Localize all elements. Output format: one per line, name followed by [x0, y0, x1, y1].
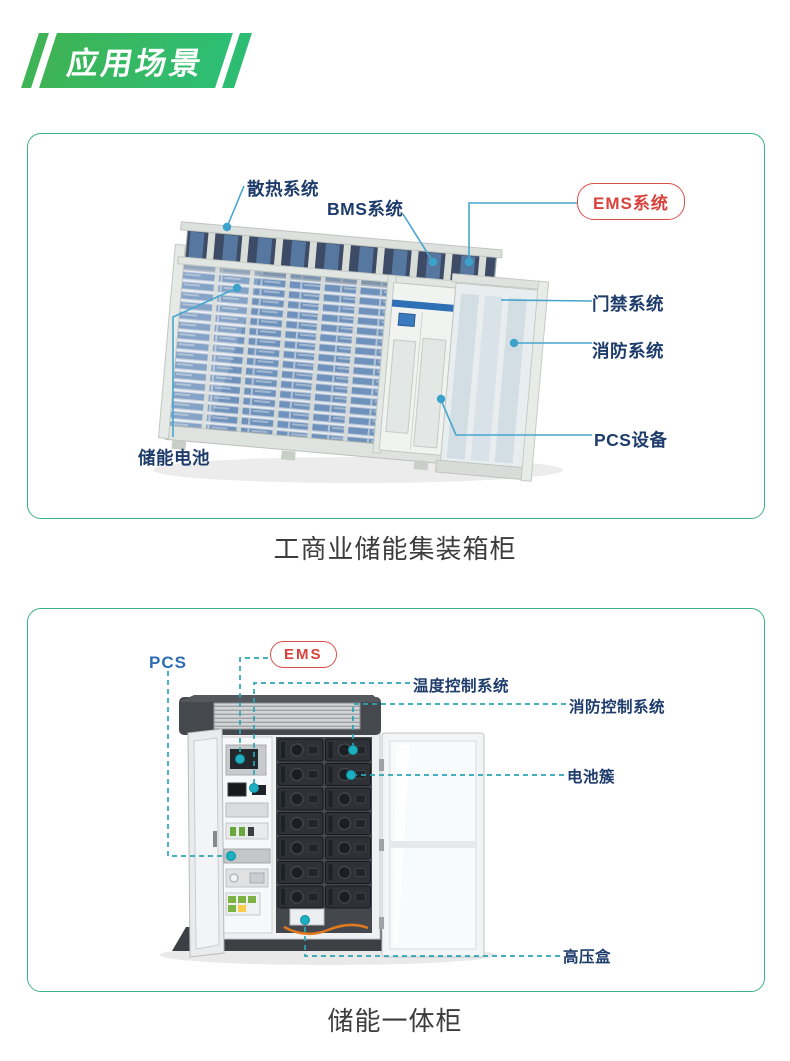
label-fire-control: 消防控制系统 [569, 699, 666, 716]
caption-all-in-one-cabinet: 储能一体柜 [327, 1006, 463, 1036]
left-door [187, 728, 225, 958]
section-header-badge: 应用场景 [21, 33, 254, 88]
door-handle [213, 831, 217, 847]
container-illustration [153, 185, 593, 483]
label-fire-system: 消防系统 [592, 341, 664, 361]
electronics-bay [221, 736, 273, 934]
label-cooling-system: 散热系统 [247, 179, 319, 199]
container-body [157, 221, 550, 482]
temp-controller [252, 785, 266, 795]
leader-lines-dashed [167, 657, 566, 957]
label-access-system: 门禁系统 [592, 294, 664, 314]
label-pcs: PCS [149, 653, 187, 672]
pcs-cabinet-section [378, 282, 457, 456]
cabinet-illustration [160, 657, 566, 965]
container-end-face [434, 273, 550, 482]
label-hv-box: 高压盒 [563, 949, 612, 966]
badge-body: 应用场景 [39, 33, 233, 88]
section-title: 应用场景 [64, 46, 207, 81]
label-ems-system-highlighted: EMS系统 [577, 183, 685, 220]
label-pcs-equipment: PCS设备 [594, 430, 668, 450]
cabinet-top-cap [179, 695, 381, 735]
label-bms-system: BMS系统 [327, 199, 404, 219]
battery-bay [276, 737, 372, 936]
label-storage-battery: 储能电池 [138, 448, 210, 468]
orange-cable [283, 923, 369, 936]
pcs-module [223, 848, 271, 864]
caption-container-cabinet: 工商业储能集装箱柜 [273, 534, 517, 564]
cabinet-card: PCS EMS 温度控制系统 消防控制系统 电池簇 高压盒 [27, 608, 765, 992]
leader-lines [172, 185, 593, 437]
label-ems-highlighted: EMS [270, 641, 337, 668]
label-battery-cluster: 电池簇 [567, 769, 616, 786]
label-temp-control: 温度控制系统 [413, 678, 510, 695]
leader-dots [226, 745, 358, 925]
leader-dots [222, 222, 519, 404]
container-card: 散热系统 BMS系统 EMS系统 门禁系统 消防系统 PCS设备 储能电池 [27, 133, 765, 519]
right-door [379, 732, 485, 958]
